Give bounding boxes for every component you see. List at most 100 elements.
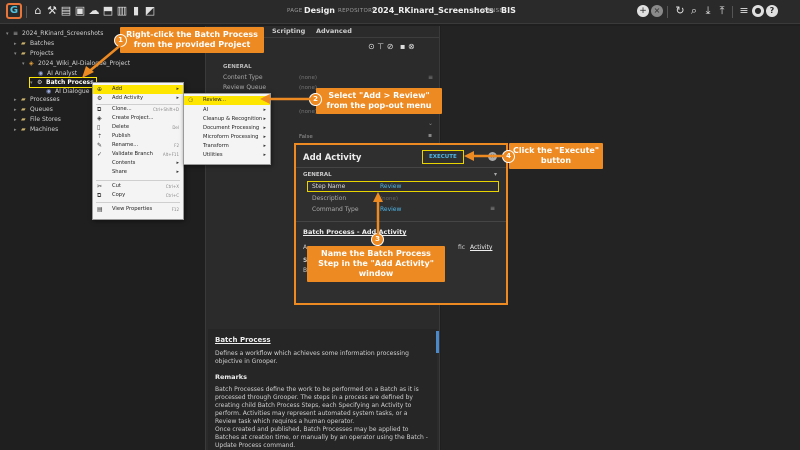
menu-item-add-activity[interactable]: ⚙Add Activity▸: [97, 95, 179, 102]
tree-item-ai-analyst[interactable]: ◉AI Analyst: [38, 70, 78, 77]
tree-item-machines[interactable]: ▸▰Machines: [14, 126, 59, 133]
tab-advanced[interactable]: Advanced: [316, 27, 352, 35]
dialog-title: Add Activity: [303, 153, 362, 163]
menu-item-clone[interactable]: ⧉Clone...Ctrl+Shift+D: [97, 106, 179, 113]
checkbox-icon[interactable]: ▪: [428, 132, 433, 139]
submenu-item-cleanup[interactable]: Cleanup & Recognition▸: [203, 116, 266, 122]
inbox-icon[interactable]: ▣: [74, 4, 86, 17]
tree-item-processes[interactable]: ▸▰Processes: [14, 96, 60, 103]
command-type-value[interactable]: Review: [380, 206, 402, 213]
search-icon[interactable]: ⌕: [690, 4, 698, 17]
description-value[interactable]: (none): [380, 196, 399, 202]
help-icon[interactable]: ?: [766, 5, 778, 17]
tree-item-project[interactable]: ▾◈2024_Wiki_AI-Dialogue_Project: [22, 60, 131, 67]
divider: [206, 37, 439, 38]
tree-item-file-stores[interactable]: ▸▰File Stores: [14, 116, 61, 123]
submenu-item-microform[interactable]: Microform Processing▸: [203, 134, 266, 140]
remove-icon[interactable]: ×: [651, 5, 663, 17]
help-viewer: Batch Process Defines a workflow which a…: [208, 329, 439, 450]
tab-scripting[interactable]: Scripting: [272, 27, 306, 35]
divider: [296, 167, 506, 168]
save-icon[interactable]: ▪: [400, 42, 406, 51]
menu-item-publish[interactable]: ⇡Publish: [97, 133, 131, 140]
tree-item-batches[interactable]: ▸▰Batches: [14, 40, 55, 47]
callout-arrow-1: [82, 43, 123, 78]
menu-item-rename[interactable]: ✎Rename...F2: [97, 142, 179, 149]
close-icon[interactable]: ⊗: [407, 42, 415, 51]
property-value[interactable]: (none): [299, 109, 318, 115]
property-label: Review Queue: [223, 84, 267, 91]
submenu-item-ai[interactable]: AI▸: [203, 107, 266, 113]
menu-item-create-project[interactable]: ◈Create Project...: [97, 115, 154, 122]
folder-icon: ▰: [21, 50, 26, 57]
page-label: PAGE: [287, 8, 303, 14]
chevron-down-icon[interactable]: ⌄: [428, 120, 434, 127]
license-label: LICENSE: [478, 8, 504, 14]
folder-icon: ▰: [21, 126, 26, 133]
property-value[interactable]: False: [299, 134, 313, 140]
stats-icon[interactable]: ▥: [116, 4, 128, 17]
callout-arrow-4: [464, 151, 504, 161]
section-header-general: GENERAL: [223, 64, 252, 70]
submenu-item-utilities[interactable]: Utilities▸: [203, 152, 266, 158]
help-paragraph: Once created and published, Batch Proces…: [215, 426, 428, 449]
database-icon[interactable]: ≡: [739, 4, 749, 17]
tree-item-batch-process[interactable]: ▾⚙Batch Process: [29, 77, 97, 88]
execute-button[interactable]: EXECUTE: [422, 150, 464, 164]
chart-icon[interactable]: ▮: [132, 4, 140, 17]
refresh-icon[interactable]: ↻: [675, 4, 685, 17]
clear-icon[interactable]: ⊘: [386, 42, 394, 51]
chevron-down-icon[interactable]: ▾: [494, 171, 498, 178]
step-name-row[interactable]: Step Name Review: [307, 181, 499, 192]
grooper-logo-icon[interactable]: G: [6, 3, 22, 19]
property-value[interactable]: (none): [299, 85, 318, 91]
tree-root[interactable]: ▾≡2024_RKinard_Screenshots: [6, 30, 104, 37]
help-text-fragment: B: [303, 267, 308, 274]
user-icon[interactable]: ●: [752, 5, 764, 17]
cloud-icon[interactable]: ☁: [88, 4, 100, 17]
tree-item-ai-dialogue[interactable]: ◉AI Dialogue: [46, 88, 90, 95]
menu-separator: [96, 104, 180, 105]
repository-label: REPOSITORY: [338, 8, 376, 14]
divider: [296, 221, 506, 222]
folder-icon: ▰: [21, 96, 26, 103]
node-tree: ▾≡2024_RKinard_Screenshots ▸▰Batches ▾▰P…: [0, 26, 205, 450]
add-icon[interactable]: +: [637, 5, 649, 17]
trash-icon: ▯: [97, 124, 101, 131]
chat-icon[interactable]: ◩: [144, 4, 156, 17]
help-link-activity[interactable]: Activity: [470, 244, 493, 251]
menu-item-contents[interactable]: Contents▸: [112, 160, 179, 166]
list-icon[interactable]: ≡: [428, 74, 434, 81]
submenu-item-document-processing[interactable]: Document Processing▸: [203, 125, 266, 131]
scrollbar-thumb[interactable]: [436, 331, 439, 353]
import-icon[interactable]: ⬒: [102, 4, 114, 17]
property-value[interactable]: (none): [299, 75, 318, 81]
download-icon[interactable]: ⤓: [705, 4, 711, 17]
menu-item-add[interactable]: ⊕Add▸: [93, 85, 183, 94]
filter-icon[interactable]: ⊤: [377, 42, 385, 51]
tools-icon[interactable]: ⚒: [47, 4, 57, 17]
check-icon[interactable]: ⊙: [368, 42, 375, 51]
step-name-value[interactable]: Review: [380, 183, 402, 190]
command-type-label: Command Type: [312, 206, 359, 213]
submenu-item-review[interactable]: ⚆Review...: [184, 96, 270, 105]
folder-icon: ▰: [21, 106, 26, 113]
tree-item-queues[interactable]: ▸▰Queues: [14, 106, 53, 113]
home-icon[interactable]: ⌂: [34, 4, 42, 17]
tree-item-projects[interactable]: ▾▰Projects: [14, 50, 54, 57]
list-icon[interactable]: ≡: [490, 205, 496, 212]
batch-icon[interactable]: ▤: [60, 4, 72, 17]
upload-icon[interactable]: ⤒: [719, 4, 725, 17]
help-text-fragment: A: [303, 244, 308, 251]
gear-icon: ⚙: [37, 79, 43, 86]
submenu-item-transform[interactable]: Transform▸: [203, 143, 266, 149]
review-icon: ⚆: [188, 97, 194, 104]
help-text-fragment: fic: [458, 244, 466, 251]
menu-item-share[interactable]: Share▸: [112, 169, 179, 175]
project-icon: ◈: [97, 115, 102, 122]
